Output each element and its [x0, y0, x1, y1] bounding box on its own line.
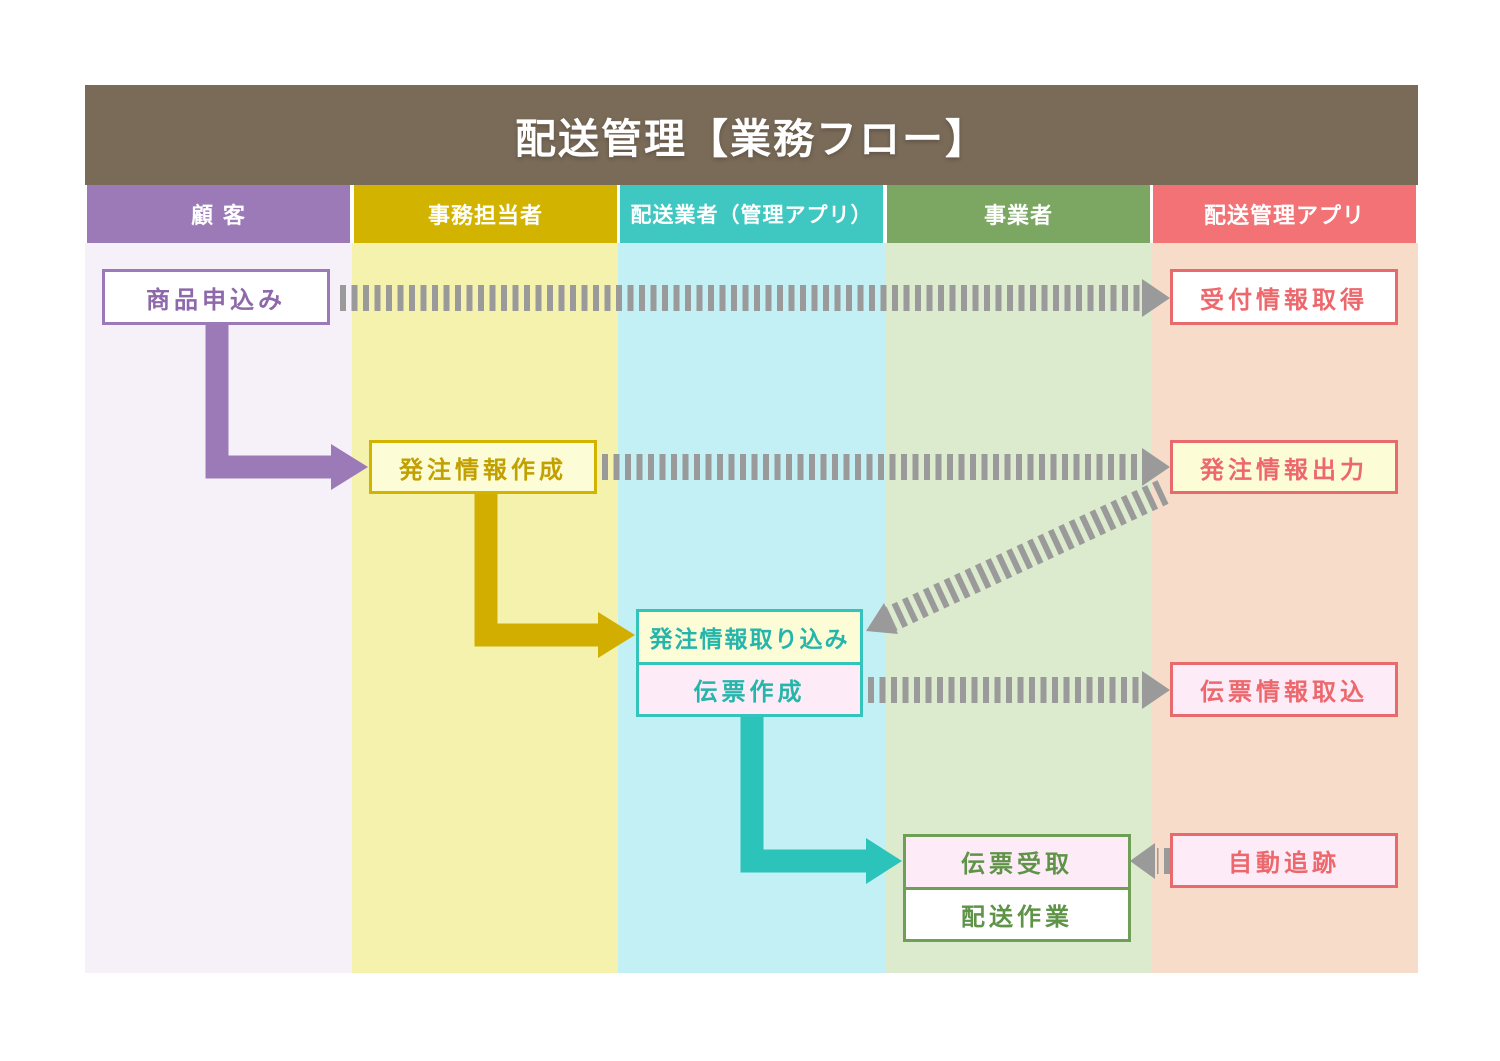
node-label: 伝票情報取込	[1200, 678, 1368, 706]
lane-bg-customer	[85, 243, 352, 973]
lane-header-label: 配送業者（管理アプリ）	[630, 203, 873, 227]
node-slip-create: 伝票作成	[639, 664, 860, 714]
title-bar: 配送管理【業務フロー】	[85, 85, 1418, 185]
node-label: 自動追跡	[1228, 849, 1340, 877]
lane-bg-carrier	[618, 243, 885, 973]
node-order-info-output: 発注情報出力	[1170, 440, 1398, 494]
lane-header-customer: 顧 客	[87, 185, 350, 243]
node-label: 発注情報出力	[1200, 455, 1368, 484]
node-slip-receive: 伝票受取	[906, 837, 1128, 890]
lane-header-delivery-app: 配送管理アプリ	[1153, 185, 1416, 243]
lane-header-clerk: 事務担当者	[354, 185, 617, 243]
node-order-info-import: 発注情報取り込み	[639, 612, 860, 665]
lane-header-label: 配送管理アプリ	[1203, 204, 1365, 229]
lane-header-label: 顧 客	[191, 204, 246, 229]
node-product-application: 商品申込み	[102, 269, 330, 325]
node-auto-tracking: 自動追跡	[1170, 833, 1398, 888]
node-reception-info-get: 受付情報取得	[1170, 269, 1398, 325]
node-group-order-import-slip-create: 発注情報取り込み 伝票作成	[636, 609, 863, 717]
node-label: 伝票作成	[693, 677, 806, 706]
node-delivery-work: 配送作業	[906, 889, 1128, 939]
node-label: 受付情報取得	[1200, 285, 1368, 314]
node-label: 配送作業	[961, 902, 1073, 931]
node-label: 発注情報作成	[399, 455, 567, 484]
node-label: 発注情報取り込み	[649, 626, 850, 653]
lane-header-label: 事業者	[983, 204, 1053, 229]
lane-header-carrier: 配送業者（管理アプリ）	[620, 185, 883, 243]
node-label: 商品申込み	[146, 285, 286, 314]
node-label: 伝票受取	[961, 850, 1073, 879]
lane-header-label: 事務担当者	[427, 204, 543, 229]
node-group-slip-receive-delivery-work: 伝票受取 配送作業	[903, 834, 1131, 942]
lane-bg-clerk	[352, 243, 618, 973]
lane-header-operator: 事業者	[887, 185, 1150, 243]
node-order-info-create: 発注情報作成	[369, 440, 597, 494]
page-title: 配送管理【業務フロー】	[515, 115, 988, 163]
node-slip-info-import: 伝票情報取込	[1170, 662, 1398, 717]
